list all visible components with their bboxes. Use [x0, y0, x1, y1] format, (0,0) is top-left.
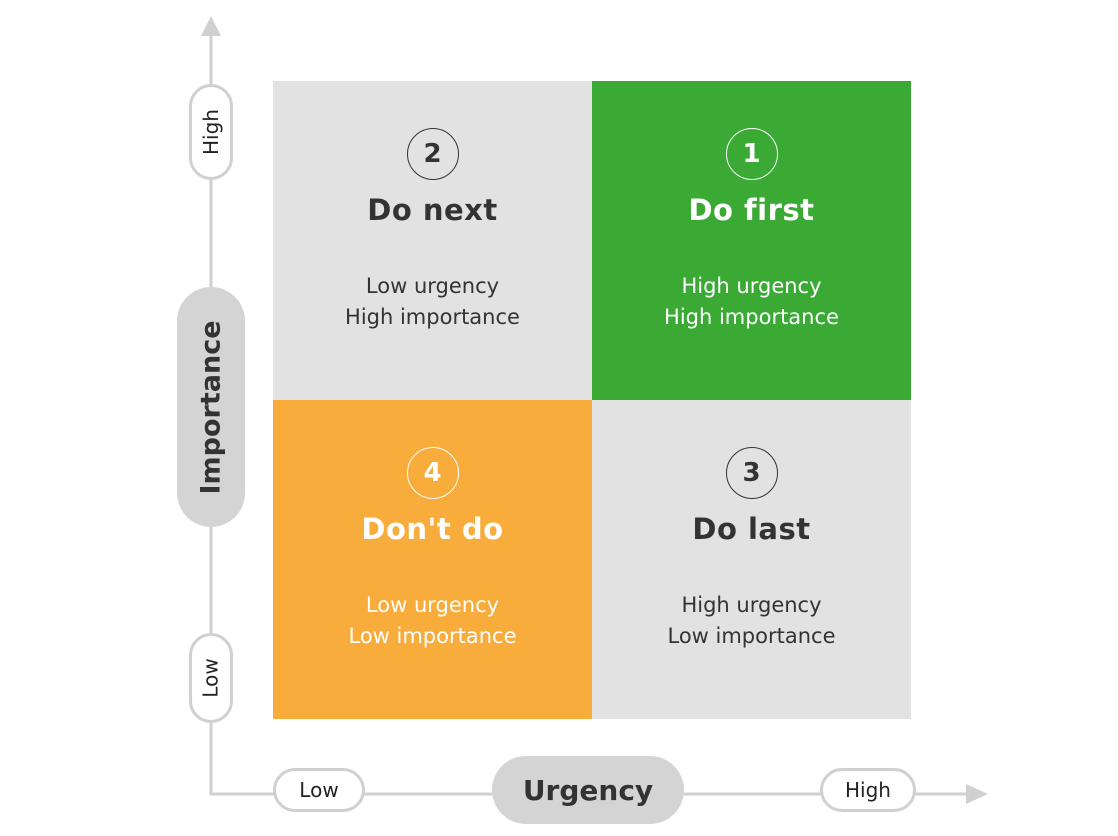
- quadrant-do-first: 1 Do first High urgency High importance: [592, 81, 911, 400]
- y-axis-low-label: Low: [199, 658, 224, 698]
- x-axis-high-label: High: [845, 778, 891, 802]
- quadrant-number-badge: 3: [725, 447, 778, 499]
- quadrant-urgency-text: Low urgency: [365, 274, 500, 298]
- x-axis-title-pill: Urgency: [492, 756, 684, 824]
- quadrant-title: Do next: [367, 193, 498, 227]
- quadrant-description: High urgency High importance: [592, 271, 911, 333]
- x-axis-low-pill: Low: [273, 768, 365, 812]
- quadrant-urgency-text: High urgency: [681, 274, 822, 298]
- quadrant-dont-do: 4 Don't do Low urgency Low importance: [273, 400, 592, 719]
- y-axis-high-pill: High: [189, 84, 233, 180]
- x-axis-arrow-icon: [966, 784, 988, 804]
- x-axis-low-label: Low: [299, 778, 339, 802]
- x-axis-title: Urgency: [522, 773, 654, 807]
- quadrant-importance-text: Low importance: [348, 624, 517, 648]
- y-axis-high-label: High: [199, 109, 223, 155]
- quadrant-title: Do first: [688, 193, 815, 227]
- x-axis-high-pill: High: [820, 768, 916, 812]
- quadrant-title: Do last: [692, 512, 811, 546]
- quadrant-importance-text: High importance: [664, 305, 839, 329]
- y-axis-title-pill: Importance: [177, 287, 245, 527]
- quadrant-urgency-text: Low urgency: [365, 593, 500, 617]
- quadrant-description: High urgency Low importance: [592, 590, 911, 652]
- quadrant-number-badge: 1: [725, 128, 778, 180]
- quadrant-description: Low urgency High importance: [273, 271, 592, 333]
- y-axis-arrow-icon: [201, 16, 221, 36]
- quadrant-title: Don't do: [361, 512, 504, 546]
- y-axis-low-pill: Low: [189, 633, 233, 723]
- quadrant-importance-text: Low importance: [667, 624, 836, 648]
- quadrant-do-last: 3 Do last High urgency Low importance: [592, 400, 911, 719]
- quadrant-importance-text: High importance: [345, 305, 520, 329]
- quadrant-description: Low urgency Low importance: [273, 590, 592, 652]
- quadrant-number-badge: 4: [406, 447, 459, 499]
- quadrant-number-badge: 2: [406, 128, 459, 180]
- quadrant-urgency-text: High urgency: [681, 593, 822, 617]
- y-axis-title: Importance: [195, 319, 227, 495]
- quadrant-do-next: 2 Do next Low urgency High importance: [273, 81, 592, 400]
